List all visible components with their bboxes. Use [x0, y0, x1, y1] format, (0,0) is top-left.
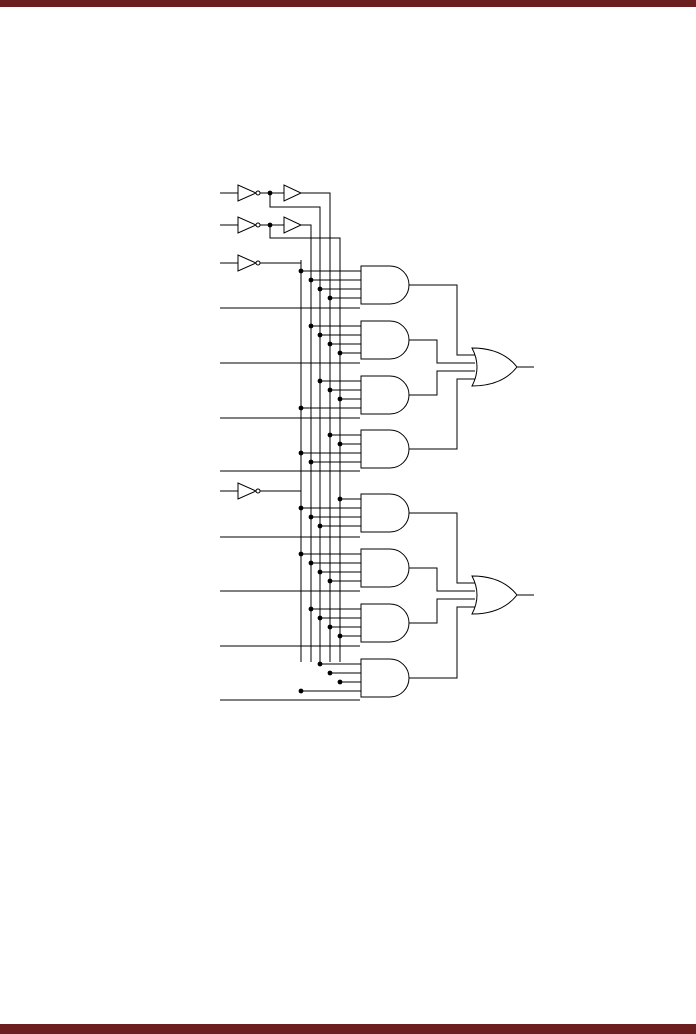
and-gate — [360, 429, 410, 469]
inverter-gate-bubble — [255, 488, 261, 494]
junction-dot — [327, 341, 333, 347]
junction-dot — [327, 387, 333, 393]
junction-dot — [308, 277, 314, 283]
and-to-or-line — [409, 339, 475, 364]
junction-dot — [298, 505, 304, 511]
junction-dot — [267, 222, 273, 228]
junction-dot — [298, 688, 304, 694]
junction-dot — [337, 396, 343, 402]
and-to-or-line — [409, 606, 475, 679]
buffer-gate — [283, 184, 303, 202]
junction-dots — [267, 190, 343, 694]
junction-dot — [317, 378, 323, 384]
inverter-gate — [237, 216, 258, 234]
and-gate — [360, 320, 410, 360]
junction-dot — [308, 560, 314, 566]
junction-dot — [337, 679, 343, 685]
select-bus-line — [301, 224, 312, 260]
junction-dot — [298, 551, 304, 557]
and-to-or-line — [409, 284, 475, 356]
and-to-or-line — [409, 512, 475, 584]
select-bus-line — [269, 225, 341, 260]
or-gate — [471, 575, 518, 615]
junction-dot — [317, 286, 323, 292]
junction-dot — [298, 405, 304, 411]
inverter-gate-bubble — [255, 222, 261, 228]
gates — [237, 184, 518, 698]
header-bar — [0, 0, 696, 7]
junction-dot — [308, 514, 314, 520]
junction-dot — [317, 615, 323, 621]
junction-dot — [317, 569, 323, 575]
inverter-gate — [237, 482, 258, 500]
and-to-or-line — [409, 378, 475, 450]
select-bus-line — [269, 193, 321, 260]
junction-dot — [267, 190, 273, 196]
and-gate — [360, 265, 410, 305]
inverter-gate — [237, 184, 258, 202]
junction-dot — [327, 432, 333, 438]
and-to-or-line — [409, 598, 475, 624]
junction-dot — [327, 295, 333, 301]
and-gate — [360, 658, 410, 698]
inverter-gate-bubble — [255, 190, 261, 196]
junction-dot — [308, 459, 314, 465]
inverter-gate-bubble — [255, 260, 261, 266]
junction-dot — [337, 496, 343, 502]
select-bus-line — [301, 192, 331, 260]
and-gate — [360, 375, 410, 415]
junction-dot — [298, 268, 304, 274]
junction-dot — [337, 633, 343, 639]
inverter-gate — [237, 254, 258, 272]
junction-dot — [327, 624, 333, 630]
junction-dot — [298, 450, 304, 456]
junction-dot — [317, 332, 323, 338]
junction-dot — [308, 606, 314, 612]
and-to-or-line — [409, 370, 475, 396]
and-gate — [360, 603, 410, 643]
junction-dot — [308, 323, 314, 329]
junction-dot — [327, 578, 333, 584]
junction-dot — [337, 350, 343, 356]
wires — [220, 192, 534, 701]
or-gate — [471, 347, 518, 387]
and-gate — [360, 493, 410, 533]
and-gate — [360, 548, 410, 588]
buffer-gate — [283, 216, 303, 234]
footer-bar — [0, 1024, 696, 1034]
junction-dot — [317, 523, 323, 529]
junction-dot — [317, 661, 323, 667]
junction-dot — [327, 670, 333, 676]
and-to-or-line — [409, 567, 475, 592]
junction-dot — [337, 441, 343, 447]
